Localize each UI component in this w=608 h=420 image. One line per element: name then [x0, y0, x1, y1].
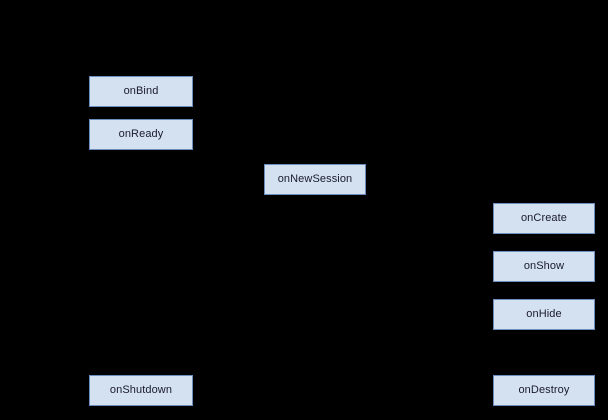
diagram-node-onbind[interactable]: onBind — [89, 76, 193, 107]
diagram-node-ondestroy[interactable]: onDestroy — [493, 375, 595, 406]
diagram-node-label: onHide — [526, 308, 562, 320]
diagram-node-onshutdown[interactable]: onShutdown — [89, 375, 193, 406]
diagram-node-label: onCreate — [520, 212, 568, 224]
diagram-node-label: onDestroy — [518, 384, 570, 396]
diagram-node-onnewsession[interactable]: onNewSession — [264, 164, 366, 195]
diagram-node-oncreate[interactable]: onCreate — [493, 203, 595, 234]
diagram-node-label: onShutdown — [109, 384, 173, 396]
diagram-node-onhide[interactable]: onHide — [493, 299, 595, 330]
diagram-node-label: onShow — [523, 260, 565, 272]
diagram-node-label: onBind — [123, 85, 159, 97]
diagram-node-label: onReady — [118, 128, 164, 140]
diagram-node-onshow[interactable]: onShow — [493, 251, 595, 282]
diagram-node-onready[interactable]: onReady — [89, 119, 193, 150]
diagram-node-label: onNewSession — [277, 173, 353, 185]
